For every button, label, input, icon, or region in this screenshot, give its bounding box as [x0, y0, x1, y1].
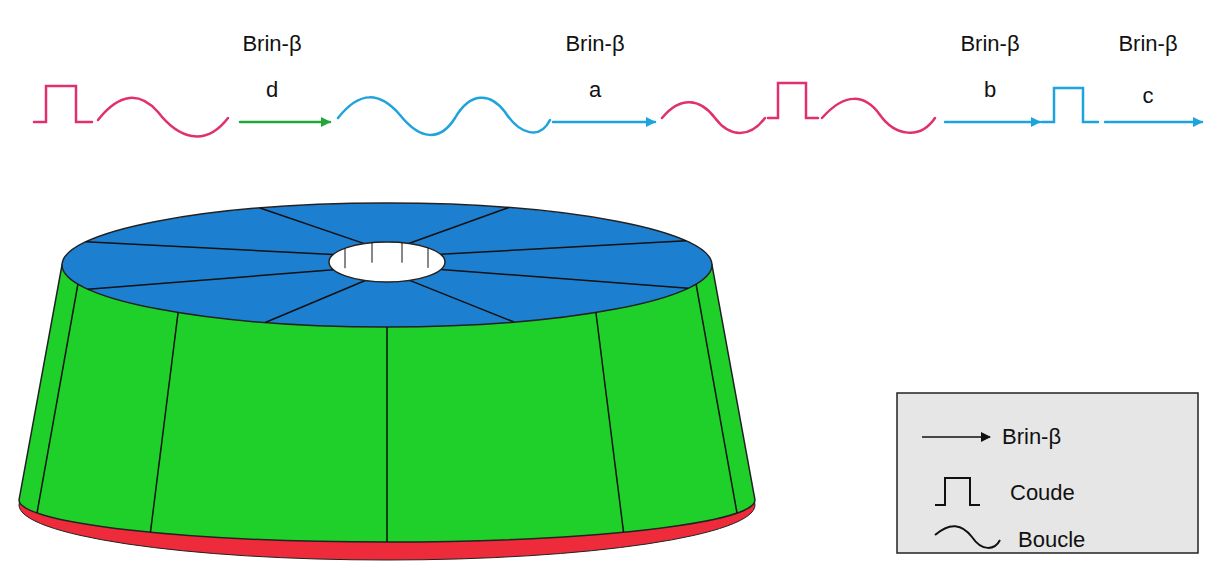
seam-line	[596, 312, 624, 532]
strand-label: Brin-β	[242, 32, 301, 56]
seam-line	[345, 248, 346, 268]
strand-letter: a	[589, 78, 601, 102]
bend-symbol	[34, 86, 92, 122]
strand-letter: b	[984, 78, 996, 102]
strand-letter: d	[266, 78, 278, 102]
seam-line	[402, 243, 403, 263]
seam-line	[410, 280, 514, 322]
strand-arrow	[553, 121, 655, 124]
bend-symbol	[768, 83, 818, 118]
seam-line	[441, 269, 689, 288]
barrel	[19, 203, 755, 560]
seam-line	[440, 241, 686, 254]
strand-label: Brin-β	[1118, 32, 1177, 56]
loop-symbol	[662, 102, 765, 133]
legend-text: Boucle	[1018, 528, 1085, 552]
loop-symbol	[822, 99, 935, 133]
legend-text: Brin-β	[1002, 425, 1061, 449]
strand-sample	[922, 436, 990, 438]
topology-row	[34, 83, 1202, 136]
seam-line	[86, 242, 334, 255]
seam-line	[37, 284, 78, 513]
legend-text: Coude	[1010, 481, 1075, 505]
seam-line	[88, 270, 334, 289]
loop-sample	[935, 526, 1000, 548]
bend-sample	[935, 478, 980, 505]
loop-symbol	[338, 97, 550, 135]
seam-line	[372, 243, 373, 263]
strand-arrow	[240, 121, 330, 124]
strand-label: Brin-β	[960, 32, 1019, 56]
seam-line	[265, 281, 365, 323]
bend-symbol	[1042, 88, 1098, 122]
legend-box	[897, 393, 1198, 553]
strand-arrow	[945, 121, 1040, 124]
strand-arrow	[1105, 121, 1202, 124]
seam-line	[260, 208, 364, 244]
seam-line	[428, 248, 429, 268]
seam-line	[409, 208, 509, 244]
strand-label: Brin-β	[565, 32, 624, 56]
seam-line	[150, 312, 178, 532]
strand-letter: c	[1143, 84, 1154, 108]
seam-line	[696, 284, 737, 513]
seam-line	[386, 327, 388, 542]
loop-symbol	[98, 98, 228, 137]
